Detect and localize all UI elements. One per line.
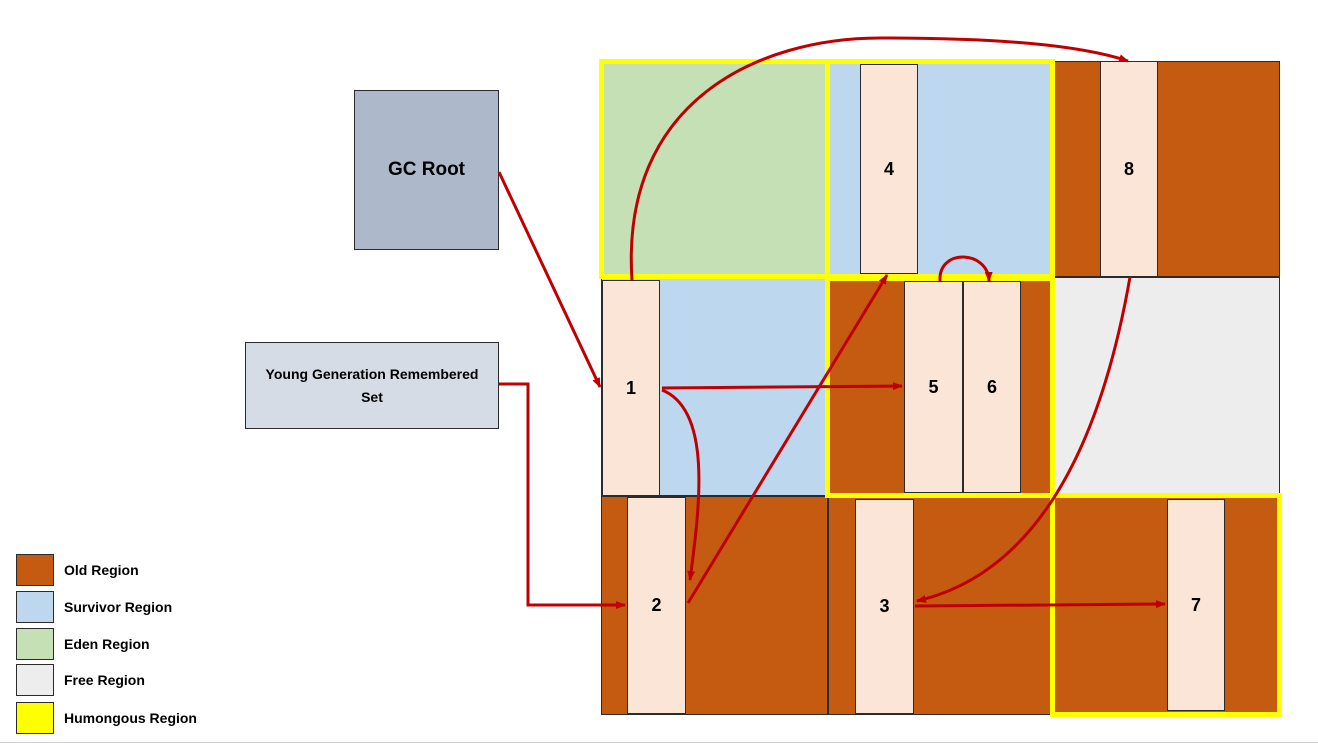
legend-item-survivor: Survivor Region: [16, 591, 172, 623]
object-1: 1: [602, 280, 660, 496]
young-generation-remembered-set-box: Young Generation Remembered Set: [245, 342, 499, 429]
object-8: 8: [1100, 61, 1158, 277]
object-5: 5: [904, 281, 963, 493]
legend-swatch-humongous: [16, 702, 54, 734]
object-2: 2: [627, 497, 686, 714]
legend-swatch-eden: [16, 628, 54, 660]
bottom-divider: [0, 742, 1318, 743]
object-3: 3: [855, 499, 914, 714]
legend-swatch-survivor: [16, 591, 54, 623]
object-7: 7: [1167, 499, 1225, 711]
legend-swatch-old: [16, 554, 54, 586]
object-4: 4: [860, 64, 918, 274]
arrow-gcroot-to-1: [497, 171, 602, 388]
legend-label-survivor: Survivor Region: [64, 599, 173, 615]
object-6: 6: [963, 281, 1021, 493]
legend-label-eden: Eden Region: [64, 636, 150, 652]
legend-item-free: Free Region: [16, 664, 145, 696]
legend-label-old: Old Region: [64, 562, 139, 578]
legend-item-old: Old Region: [16, 554, 139, 586]
region-eden: [601, 61, 828, 277]
legend-swatch-free: [16, 664, 54, 696]
legend-item-humongous: Humongous Region: [16, 702, 197, 734]
legend-label-humongous: Humongous Region: [64, 710, 197, 726]
region-old-top-right: [1053, 61, 1280, 277]
gc-root-box: GC Root: [354, 90, 499, 250]
region-free: [1053, 277, 1280, 496]
legend-item-eden: Eden Region: [16, 628, 150, 660]
legend-label-free: Free Region: [64, 672, 145, 688]
